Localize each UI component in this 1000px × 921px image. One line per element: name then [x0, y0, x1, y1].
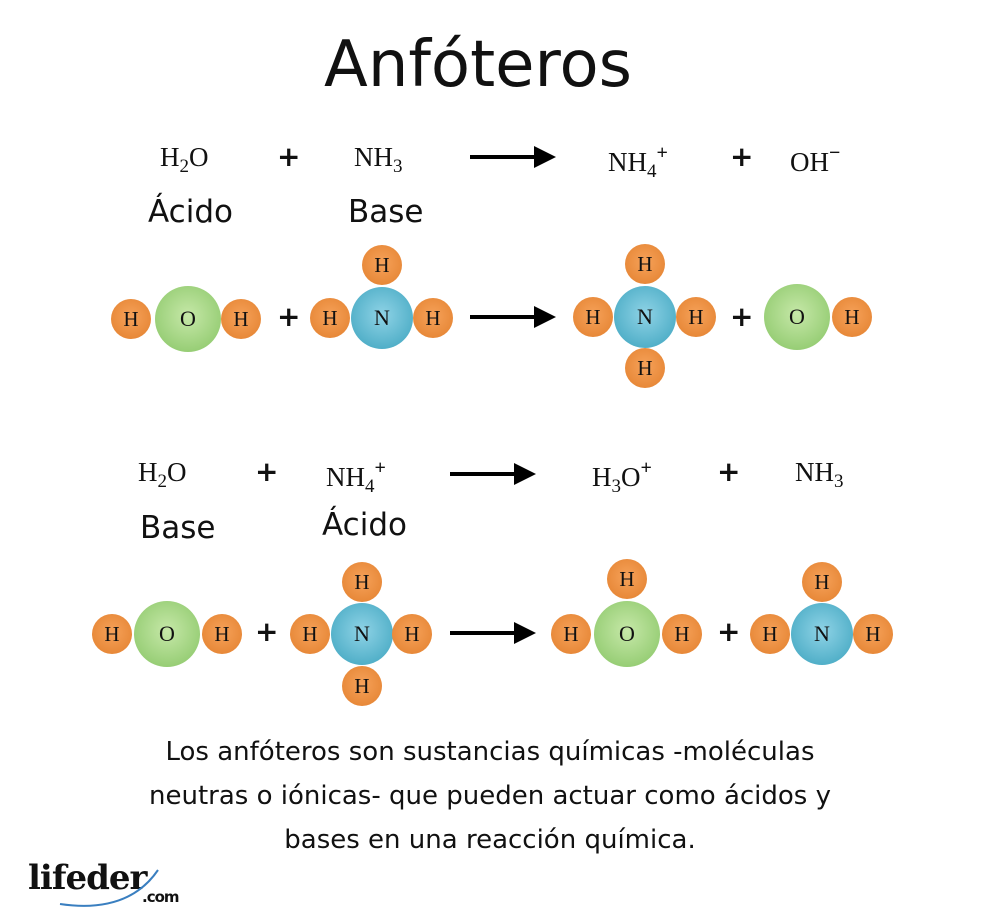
hydrogen-atom: H	[92, 614, 132, 654]
hydrogen-atom: H	[362, 245, 402, 285]
description: Los anfóteros son sustancias químicas -m…	[0, 730, 980, 862]
plus-sign: +	[255, 615, 279, 648]
formula-ammonium: NH4+	[326, 457, 386, 497]
hydrogen-atom: H	[111, 299, 151, 339]
hydrogen-atom: H	[342, 666, 382, 706]
nitrogen-atom: N	[614, 286, 676, 348]
formula-ammonium: NH4+	[608, 142, 668, 182]
plus-sign: +	[717, 615, 741, 648]
hydrogen-atom: H	[392, 614, 432, 654]
label-base: Base	[348, 194, 424, 230]
label-base: Base	[140, 510, 216, 546]
logo: lifeder .com	[28, 858, 180, 907]
label-acid: Ácido	[148, 194, 233, 230]
hydrogen-atom: H	[750, 614, 790, 654]
formula-ammonia: NH3	[795, 457, 844, 492]
formula-ammonia: NH3	[354, 142, 403, 177]
formula-hydroxide: OH−	[790, 142, 841, 177]
hydrogen-atom: H	[221, 299, 261, 339]
nitrogen-atom: N	[331, 603, 393, 665]
hydrogen-atom: H	[310, 298, 350, 338]
hydrogen-atom: H	[853, 614, 893, 654]
plus-sign: +	[717, 455, 741, 488]
logo-swoosh-icon	[59, 869, 159, 907]
oxygen-atom: O	[134, 601, 200, 667]
arrow-icon	[470, 306, 556, 328]
plus-sign: +	[277, 140, 301, 173]
description-line: Los anfóteros son sustancias químicas -m…	[165, 737, 815, 767]
oxygen-atom: O	[155, 286, 221, 352]
hydrogen-atom: H	[573, 297, 613, 337]
logo-name: lifeder	[28, 858, 147, 898]
hydrogen-atom: H	[342, 562, 382, 602]
label-acid: Ácido	[322, 507, 407, 543]
logo-suffix: .com	[142, 888, 180, 906]
hydrogen-atom: H	[413, 298, 453, 338]
hydrogen-atom: H	[607, 559, 647, 599]
hydrogen-atom: H	[551, 614, 591, 654]
arrow-icon	[450, 622, 536, 644]
hydrogen-atom: H	[802, 562, 842, 602]
formula-hydronium: H3O+	[592, 457, 652, 497]
plus-sign: +	[277, 300, 301, 333]
arrow-icon	[470, 146, 556, 168]
hydrogen-atom: H	[290, 614, 330, 654]
hydrogen-atom: H	[625, 244, 665, 284]
nitrogen-atom: N	[351, 287, 413, 349]
formula-water: H2O	[138, 457, 187, 492]
arrow-icon	[450, 463, 536, 485]
plus-sign: +	[730, 300, 754, 333]
hydrogen-atom: H	[676, 297, 716, 337]
hydrogen-atom: H	[832, 297, 872, 337]
hydrogen-atom: H	[625, 348, 665, 388]
description-line: bases en una reacción química.	[284, 825, 696, 855]
hydrogen-atom: H	[662, 614, 702, 654]
oxygen-atom: O	[764, 284, 830, 350]
oxygen-atom: O	[594, 601, 660, 667]
nitrogen-atom: N	[791, 603, 853, 665]
formula-water: H2O	[160, 142, 209, 177]
plus-sign: +	[730, 140, 754, 173]
hydrogen-atom: H	[202, 614, 242, 654]
plus-sign: +	[255, 455, 279, 488]
title: Anfóteros	[324, 28, 632, 102]
description-line: neutras o iónicas- que pueden actuar com…	[148, 781, 832, 811]
